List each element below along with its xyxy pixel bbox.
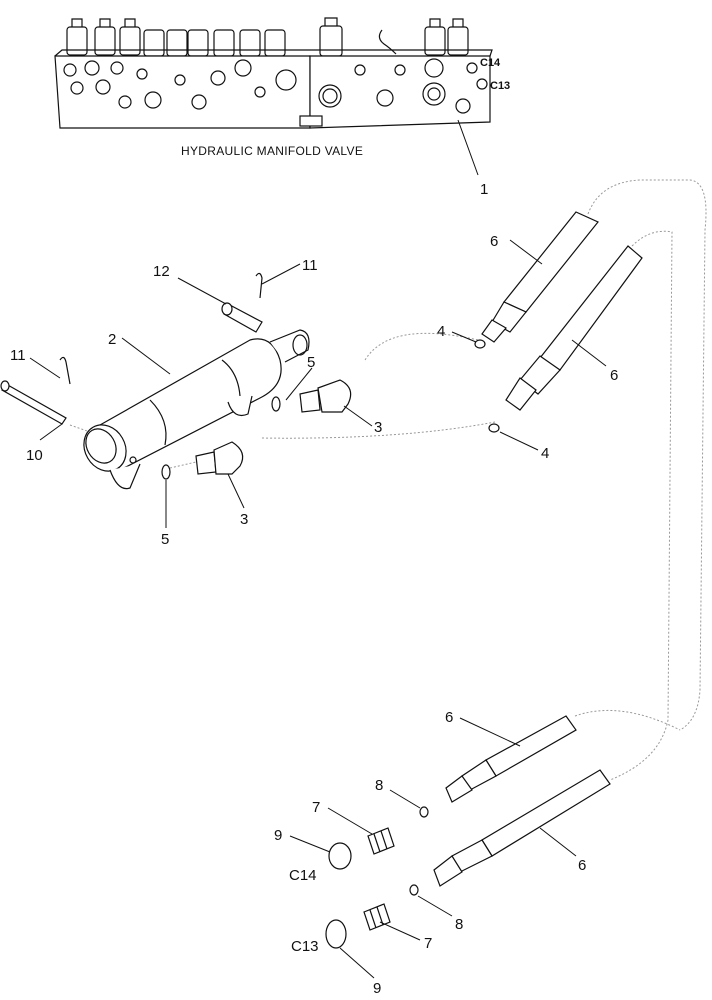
cotter-pin-right: [255, 272, 263, 299]
callout-11-right: 11: [302, 257, 318, 274]
callout-3-upper: 3: [374, 419, 382, 436]
callout-5-upper: 5: [307, 354, 315, 371]
port-label-c13: C13: [490, 80, 510, 92]
callout-5-lower: 5: [161, 531, 169, 548]
o-ring-upper: [271, 396, 281, 412]
pin-10: [0, 380, 67, 425]
callout-6-lower-lower: 6: [578, 857, 586, 874]
cap-9-c13: [325, 919, 347, 949]
callout-9-upper: 9: [274, 827, 282, 844]
o-ring-8-lower: [409, 884, 419, 896]
callout-11-left: 11: [10, 347, 26, 364]
manifold-ports: [63, 58, 488, 114]
callout-7-upper: 7: [312, 799, 320, 816]
callout-6-upper-right: 6: [610, 367, 618, 384]
adapter-7-lower: [363, 903, 391, 931]
callout-4-upper: 4: [437, 323, 445, 340]
callout-8-upper: 8: [375, 777, 383, 794]
adapter-7-upper: [367, 827, 395, 855]
routing-lines: [69, 179, 707, 781]
hydraulic-cylinder: [83, 329, 310, 490]
callout-2: 2: [108, 331, 116, 348]
o-ring-4-upper: [474, 339, 486, 349]
cap-label-c14: C14: [289, 867, 317, 884]
callout-10: 10: [26, 447, 43, 464]
hydraulic-manifold-valve: [54, 17, 493, 129]
cotter-pin-left: [59, 356, 71, 385]
callout-4-lower: 4: [541, 445, 549, 462]
hose-lower-lower: [433, 769, 611, 887]
manifold-title: HYDRAULIC MANIFOLD VALVE: [181, 144, 363, 158]
cap-9-c14: [328, 842, 352, 870]
elbow-fitting-lower: [195, 441, 244, 475]
o-ring-4-lower: [488, 423, 500, 433]
callout-8-lower: 8: [455, 916, 463, 933]
hose-upper-right: [505, 245, 643, 411]
port-label-c14: C14: [480, 57, 501, 69]
callout-6-lower-upper: 6: [445, 709, 453, 726]
o-ring-lower: [161, 464, 171, 480]
o-ring-8-upper: [419, 806, 429, 818]
callout-9-lower: 9: [373, 980, 381, 997]
hose-lower-upper: [445, 715, 577, 803]
elbow-fitting-upper: [299, 379, 352, 413]
callout-12: 12: [153, 263, 170, 280]
callout-3-lower: 3: [240, 511, 248, 528]
pin-12: [221, 302, 263, 333]
cap-label-c13: C13: [291, 938, 319, 955]
hose-upper-left: [481, 211, 599, 343]
callout-1: 1: [480, 181, 488, 198]
callout-6-upper-left: 6: [490, 233, 498, 250]
callout-7-lower: 7: [424, 935, 432, 952]
